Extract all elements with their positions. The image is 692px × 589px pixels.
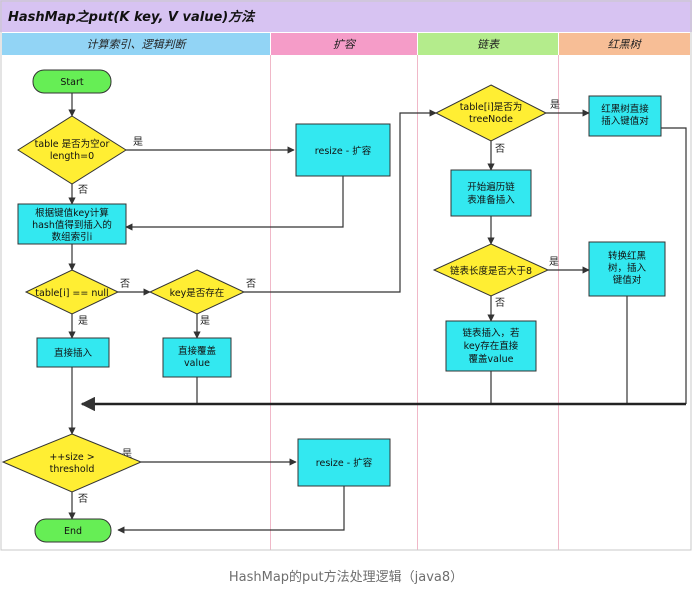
end-label: End <box>64 526 82 537</box>
decision-table-i-null <box>24 269 120 315</box>
process-text: 开始遍历链 <box>467 181 515 193</box>
title-bar <box>0 0 692 32</box>
process-text: 直接插入 <box>54 347 93 359</box>
process-text: hash值得到插入的 <box>32 219 112 231</box>
process-text: 直接覆盖 <box>178 345 217 357</box>
label-yes: 是 <box>122 448 132 460</box>
label-yes: 是 <box>549 256 559 268</box>
label-no: 否 <box>78 493 88 505</box>
hashmap-put-flowchart: HashMap之put(K key, V value)方法 计算索引、逻辑判断 … <box>0 0 692 551</box>
start-node <box>32 69 112 94</box>
start-label: Start <box>60 77 83 88</box>
diagram-title: HashMap之put(K key, V value)方法 <box>8 9 256 25</box>
lane-label-resize: 扩容 <box>333 38 357 51</box>
label-yes: 是 <box>133 136 143 148</box>
decision-size-threshold <box>1 433 143 493</box>
decision-text: key是否存在 <box>170 287 225 299</box>
rbtree-insert-box <box>588 95 662 137</box>
process-text: 键值对 <box>613 274 642 286</box>
process-text: resize - 扩容 <box>315 145 372 157</box>
label-yes: 是 <box>78 315 88 327</box>
process-text: resize - 扩容 <box>316 457 373 469</box>
lane-label-compute: 计算索引、逻辑判断 <box>87 38 188 51</box>
process-text: 覆盖value <box>469 353 514 365</box>
label-no: 否 <box>495 143 505 155</box>
direct-insert-box <box>36 337 110 368</box>
decision-text: threshold <box>50 464 95 475</box>
lane-header-resize <box>271 33 417 55</box>
label-yes: 是 <box>550 99 560 111</box>
decision-text: 链表长度是否大于8 <box>450 265 532 277</box>
label-no: 否 <box>495 297 505 309</box>
decision-text: length=0 <box>50 151 94 162</box>
resize-box-2 <box>297 438 391 487</box>
decision-text: table 是否为空or <box>35 138 110 150</box>
lane-label-list: 链表 <box>477 38 500 51</box>
label-no: 否 <box>246 278 256 290</box>
direct-overwrite-box <box>162 337 232 378</box>
decision-text: treeNode <box>469 114 513 125</box>
process-text: 链表插入，若 <box>462 327 519 339</box>
label-no: 否 <box>120 278 130 290</box>
process-text: 表准备插入 <box>467 194 515 206</box>
traverse-list-box <box>450 169 532 217</box>
label-no: 否 <box>78 184 88 196</box>
convert-rbtree-box <box>588 241 666 297</box>
decision-list-length <box>432 243 550 297</box>
end-node <box>34 518 112 543</box>
process-text: 转换红黑 <box>608 250 647 262</box>
decision-treenode <box>434 84 548 142</box>
diagram-frame <box>0 0 692 551</box>
lane-header-rbtree <box>559 33 690 55</box>
process-text: 数组索引i <box>52 231 93 243</box>
decision-text: ++size > <box>49 452 94 463</box>
label-yes: 是 <box>200 315 210 327</box>
lane-label-rbtree: 红黑树 <box>608 38 643 51</box>
process-text: 插入键值对 <box>601 115 649 127</box>
process-text: value <box>184 358 210 369</box>
process-text: 根据键值key计算 <box>35 207 109 219</box>
resize-box-1 <box>295 123 391 177</box>
process-text: 树，插入 <box>608 262 647 274</box>
lane-dividers <box>270 55 559 550</box>
compute-index-box <box>17 203 127 245</box>
decision-table-empty <box>17 115 127 185</box>
lane-header-compute <box>2 33 270 55</box>
lane-header-list <box>418 33 558 55</box>
process-text: 红黑树直接 <box>601 103 649 115</box>
list-insert-box <box>445 320 537 372</box>
decision-key-exists <box>148 269 246 315</box>
decision-text: table[i]是否为 <box>460 101 523 113</box>
decision-text: table[i] == null <box>35 288 108 299</box>
figure-caption: HashMap的put方法处理逻辑（java8） <box>228 570 464 585</box>
process-text: key存在直接 <box>464 340 519 352</box>
